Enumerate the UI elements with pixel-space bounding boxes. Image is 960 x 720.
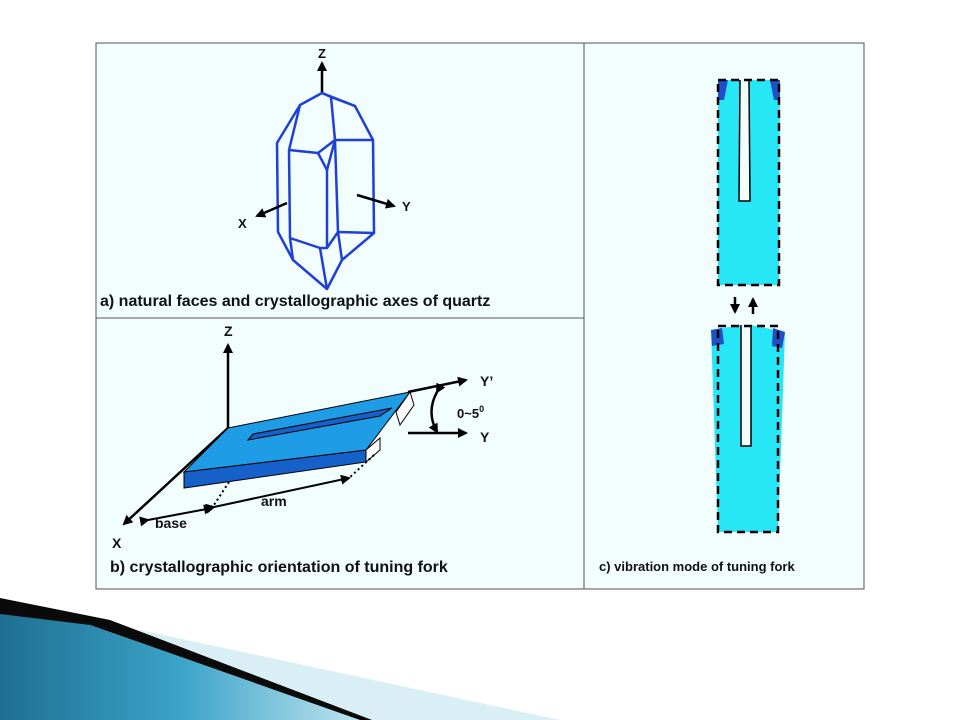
fork-upper-tip-right [770, 80, 780, 100]
axis-z-label: Z [224, 323, 233, 339]
axis-y-prime-label: Y’ [480, 373, 493, 389]
arm-dimension-line [205, 474, 351, 514]
panel-b-caption: b) crystallographic orientation of tunin… [110, 559, 448, 576]
banner-light-band [90, 625, 560, 720]
base-dimension-line [139, 504, 214, 527]
fork-upper-outline [716, 78, 781, 287]
panel-c-caption: c) vibration mode of tuning fork [599, 559, 795, 574]
angle-arc [428, 382, 446, 434]
angle-label: 0~50 [457, 404, 484, 421]
quartz-crystal-drawing [275, 91, 376, 291]
fork-slot [246, 407, 393, 441]
axis-x-label: X [112, 535, 122, 551]
fork-upper-tip-left [718, 80, 728, 100]
fork-end-face-2 [395, 390, 415, 427]
banner-dark-stripe [0, 598, 372, 720]
axis-y-label: Y [480, 429, 490, 445]
panel-a-background [95, 42, 585, 319]
axis-y-label: Y [402, 199, 411, 214]
fork-upper-slot-outline [738, 79, 751, 202]
angle-superscript: 0 [479, 404, 484, 414]
fork-upper [716, 78, 781, 287]
decorative-banner [0, 598, 560, 720]
panel-a-caption: a) natural faces and crystallographic ax… [100, 293, 490, 310]
axis-z-label: Z [318, 46, 326, 61]
base-label: base [155, 515, 187, 531]
axis-y-arrow [356, 193, 396, 209]
panel-b: Z X Y’ Y 0~50 arm base b) crystallograph… [110, 323, 493, 576]
angle-value: 0~5 [457, 406, 479, 421]
panel-a: Z X Y a) natural faces and crystallograp… [100, 46, 490, 310]
fork-lower-body [711, 325, 785, 532]
fork-lower-outline [716, 324, 780, 534]
axis-x-label: X [238, 216, 247, 231]
fork-lower-slot-outline [740, 325, 752, 447]
banner-teal-band [0, 610, 360, 720]
fork-end-face-1 [365, 436, 381, 464]
arm-label: arm [261, 493, 287, 509]
fork-upper-body [718, 80, 780, 285]
fork-lower [711, 324, 785, 534]
axis-x-arrow [255, 201, 288, 218]
panel-c: c) vibration mode of tuning fork [599, 78, 795, 574]
arm-extension-right [348, 454, 375, 479]
